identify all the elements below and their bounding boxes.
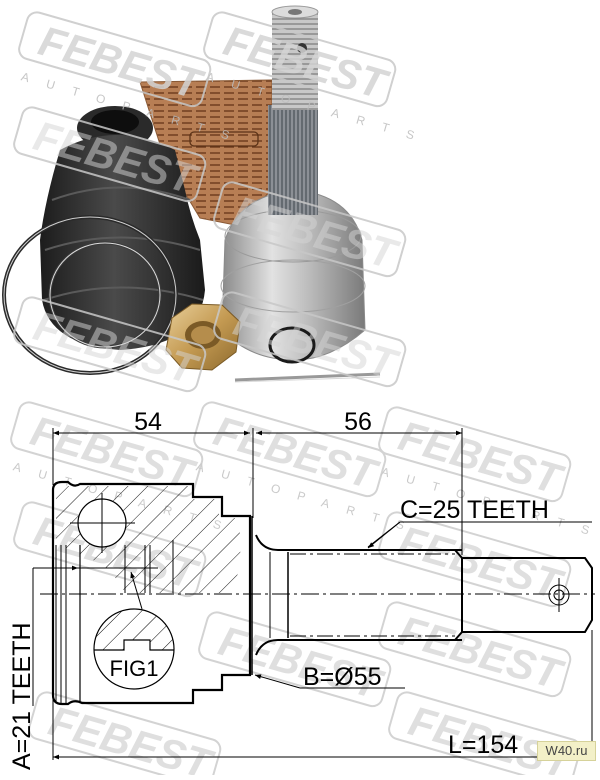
b-diameter-label: B=Ø55 [303,663,382,691]
c-teeth-label: C=25 TEETH [400,496,549,524]
l-length-label: L=154 [448,731,518,759]
svg-text:FEBEST: FEBEST [394,412,569,504]
svg-text:FEBEST: FEBEST [394,607,569,699]
svg-text:FEBEST: FEBEST [394,517,569,609]
dim-56-label: 56 [344,408,372,436]
svg-text:FEBEST: FEBEST [44,697,219,775]
product-photo: FEBEST AUTOPARTS FEBEST AUTOPARTS FEBEST… [2,5,433,394]
a-teeth-label: A=21 TEETH [8,622,36,770]
svg-text:FEBEST: FEBEST [34,17,209,109]
dim-54-label: 54 [134,408,162,436]
site-watermark-badge: W40.ru [537,741,596,761]
fig1-label: FIG1 [110,656,159,681]
technical-drawing: FEBEST AUTOPARTS FEBEST AUTOPARTS FEBEST… [0,395,600,780]
